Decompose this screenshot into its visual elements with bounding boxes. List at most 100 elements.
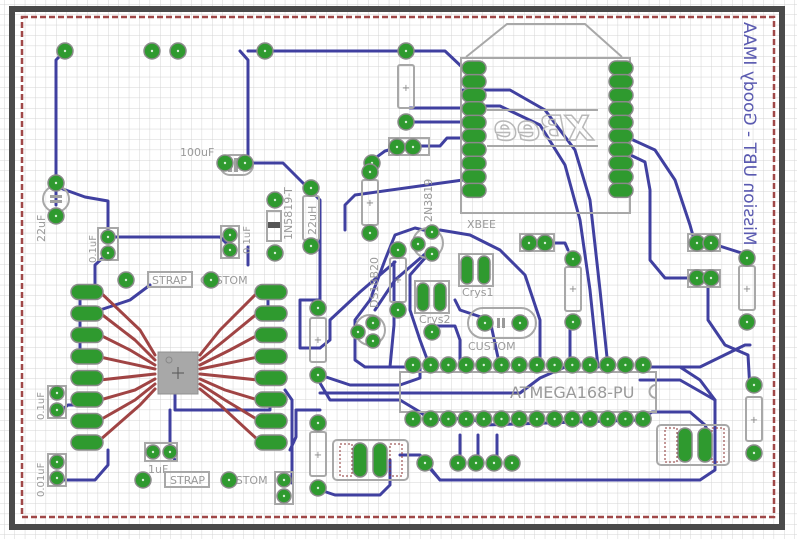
header-pair-3[interactable] xyxy=(687,233,721,252)
crystal-pad[interactable] xyxy=(416,282,430,312)
xbee-right-pin[interactable] xyxy=(608,128,634,144)
pad-drill-hole xyxy=(106,235,110,239)
xbee-right-pin[interactable] xyxy=(608,101,634,117)
connector-pad[interactable] xyxy=(677,427,693,463)
xbee-left-pin[interactable] xyxy=(461,101,487,117)
crystal-pad[interactable] xyxy=(433,282,447,312)
xbee-left-pin[interactable] xyxy=(461,128,487,144)
xbee-left-pin[interactable] xyxy=(461,87,487,103)
svg-text:+: + xyxy=(743,284,751,295)
qfn-chip[interactable] xyxy=(157,351,199,395)
capacitor-0.1uf-b[interactable]: 0.1uF xyxy=(220,225,253,259)
xbee-left-pin[interactable] xyxy=(461,114,487,131)
resonator-custom[interactable]: CUSTOM xyxy=(467,307,537,353)
breakout-pad-right[interactable] xyxy=(254,283,288,301)
breakout-pad-left[interactable] xyxy=(70,412,104,430)
cap-1uf-label: 1uF xyxy=(148,463,168,476)
resistor-r8[interactable]: + xyxy=(309,431,327,477)
breakout-pad-right[interactable] xyxy=(254,369,288,387)
breakout-pad-left[interactable] xyxy=(70,283,104,301)
xbee-right-pin[interactable] xyxy=(608,114,634,131)
xbee-right-pin[interactable] xyxy=(608,155,634,171)
cap-01uf-b-label: 0.1uF xyxy=(242,226,253,254)
pad-drill-hole xyxy=(588,363,592,367)
breakout-pad-left[interactable] xyxy=(70,391,104,408)
pad-drill-hole xyxy=(404,120,408,124)
pad-drill-hole xyxy=(527,241,531,245)
xbee-right-pin[interactable] xyxy=(608,60,634,76)
breakout-pad-left[interactable] xyxy=(70,326,104,344)
breakout-pad-right[interactable] xyxy=(254,348,288,365)
pad-drill-hole xyxy=(316,486,320,490)
resistor-r1[interactable]: + xyxy=(397,64,415,109)
xbee-right-pin[interactable] xyxy=(608,73,634,90)
pad-drill-hole xyxy=(356,330,360,334)
keepout-boundary xyxy=(20,15,776,519)
atmega168-chip[interactable]: ATMEGA168-PU xyxy=(399,371,657,413)
xbee-right-pin[interactable] xyxy=(608,87,634,103)
xbee-left-pin[interactable] xyxy=(461,169,487,185)
resistor-r7[interactable]: + xyxy=(309,317,327,363)
crystal-2[interactable]: Crys2 xyxy=(414,280,450,326)
xbee-right-pin[interactable] xyxy=(608,169,634,185)
pad-drill-hole xyxy=(223,161,227,165)
connector-right[interactable] xyxy=(656,424,730,466)
header-pair-4[interactable] xyxy=(687,269,721,288)
diode-1n5819[interactable]: 1N5819-T xyxy=(266,187,295,242)
connector-pad[interactable] xyxy=(697,427,713,463)
xbee-left-pin[interactable] xyxy=(461,73,487,90)
breakout-pad-left[interactable] xyxy=(70,369,104,387)
pad-drill-hole xyxy=(429,363,432,367)
pad-drill-hole xyxy=(243,161,247,165)
svg-text:+: + xyxy=(314,335,322,346)
pad-drill-hole xyxy=(709,276,713,280)
pad-drill-hole xyxy=(535,417,539,421)
pad-drill-hole xyxy=(474,461,478,465)
breakout-pad-left[interactable] xyxy=(70,348,104,365)
breakout-pad-left[interactable] xyxy=(70,434,104,451)
pad-drill-hole xyxy=(404,49,408,53)
breakout-pad-left[interactable] xyxy=(70,305,104,322)
pad-drill-hole xyxy=(464,363,468,367)
connector-pad[interactable] xyxy=(372,442,388,478)
pad-drill-hole xyxy=(606,363,609,367)
crystal-pad[interactable] xyxy=(477,255,491,285)
pad-drill-hole xyxy=(141,478,145,482)
xbee-left-pin[interactable] xyxy=(461,182,487,199)
xbee-left-pin[interactable] xyxy=(461,141,487,158)
header-pair-2[interactable] xyxy=(519,233,555,252)
pad-drill-hole xyxy=(510,461,514,465)
breakout-pad-right[interactable] xyxy=(254,326,288,344)
pad-drill-hole xyxy=(588,417,592,421)
capacitor-0.01uf[interactable]: 0.01uF xyxy=(36,453,67,497)
xbee-left-pin[interactable] xyxy=(461,60,487,76)
resistor-r6[interactable]: + xyxy=(745,396,763,442)
pad-drill-hole xyxy=(695,241,699,245)
header-pair-5[interactable] xyxy=(274,471,294,505)
pad-drill-hole xyxy=(745,320,749,324)
xbee-right-pin[interactable] xyxy=(608,182,634,199)
connector-left[interactable] xyxy=(332,439,409,481)
pad-drill-hole xyxy=(396,308,400,312)
pad-drill-hole xyxy=(447,363,450,367)
breakout-pad-right[interactable] xyxy=(254,412,288,430)
xbee-left-pin[interactable] xyxy=(461,155,487,171)
crystal-pad[interactable] xyxy=(460,255,474,285)
pad-drill-hole xyxy=(282,494,286,498)
top-layer-traces xyxy=(98,290,260,442)
connector-pad[interactable] xyxy=(352,442,368,478)
xbee-module[interactable]: XBee XBEE xyxy=(460,23,631,231)
strap1-label: STRAP xyxy=(152,274,187,287)
pad-drill-hole xyxy=(745,256,749,260)
crystal-1[interactable]: Crys1 xyxy=(458,253,494,299)
pads-layer xyxy=(47,42,763,504)
pad-drill-hole xyxy=(482,417,485,421)
breakout-pad-right[interactable] xyxy=(254,434,288,451)
pad-drill-hole xyxy=(430,252,434,256)
breakout-pad-right[interactable] xyxy=(254,305,288,322)
pad-drill-hole xyxy=(371,321,375,325)
breakout-pad-right[interactable] xyxy=(254,391,288,408)
xbee-right-pin[interactable] xyxy=(608,141,634,158)
pad-drill-hole xyxy=(395,145,399,149)
